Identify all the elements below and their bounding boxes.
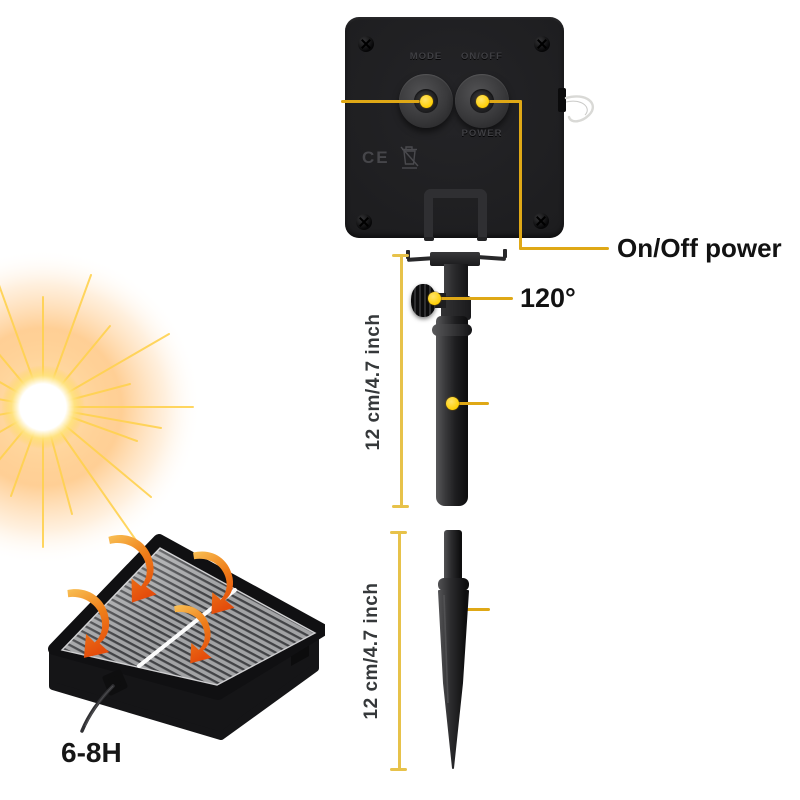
charge-time-label: 6-8H: [61, 737, 122, 768]
callout-dot-pole: [446, 397, 459, 410]
extension-pole: [436, 316, 468, 506]
ce-mark: CE: [362, 148, 390, 167]
power-button-label: POWER: [461, 128, 503, 139]
mount-wing-tab: [503, 249, 507, 258]
callout-dot-power: [476, 95, 489, 108]
controller-back-panel: [345, 17, 564, 238]
weee-bin-icon: [400, 146, 419, 169]
sun-icon: [0, 252, 201, 565]
callout-line-pole: [458, 402, 489, 405]
hanger-foot: [424, 237, 434, 241]
dimension-cap: [390, 768, 407, 771]
solar-panel: [48, 534, 325, 740]
callout-dot-knob: [428, 292, 441, 305]
screw-icon: [534, 36, 550, 52]
string-wire: [558, 88, 595, 123]
onoff-power-callout-label: On/Off power: [617, 233, 782, 263]
mode-button-label: MODE: [409, 51, 443, 62]
screw-icon: [358, 36, 374, 52]
callout-line-mode: [341, 100, 420, 103]
dimension-cap: [392, 505, 409, 508]
panel-sheen: [62, 548, 315, 685]
dimension-cap: [390, 531, 407, 534]
pole-collar: [432, 324, 472, 336]
ground-stake: [438, 530, 469, 769]
dimension-line-pole: [400, 256, 403, 507]
callout-line-angle: [440, 297, 513, 300]
mount-wing-right: [476, 254, 507, 262]
dimension-line-stake: [398, 533, 401, 770]
screw-icon: [356, 214, 372, 230]
callout-line-power-bottom: [519, 247, 609, 250]
pole-length-label: 12 cm/4.7 inch: [363, 313, 384, 451]
stake-length-label: 12 cm/4.7 inch: [361, 582, 382, 720]
mount-plate: [430, 252, 480, 266]
hanger-foot: [477, 237, 487, 241]
callout-dot-mode: [420, 95, 433, 108]
callout-line-power-vertical: [519, 100, 522, 250]
callout-line-stake: [459, 608, 490, 611]
hanger-slot: [424, 189, 487, 238]
dimension-cap: [392, 254, 409, 257]
screw-icon: [533, 213, 549, 229]
callout-line-power: [488, 100, 522, 103]
angle-callout-label: 120°: [520, 283, 576, 313]
onoff-button-label: ON/OFF: [461, 51, 503, 62]
panel-cable-highlight: [84, 685, 114, 727]
